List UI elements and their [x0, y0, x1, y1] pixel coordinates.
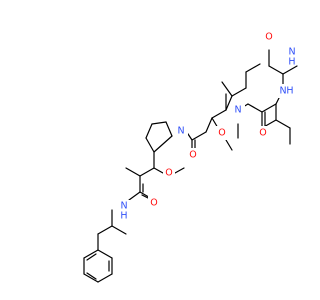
n-pyrrolidine-label: N [177, 126, 184, 137]
n-methyl-amide-label: N [234, 105, 241, 116]
n-amide-1-label: N [120, 201, 127, 212]
bonds [83, 49, 298, 283]
o-methoxy-1-label: O [165, 168, 172, 179]
structure-drawing: O O N H N O O N O N H O N H [83, 30, 300, 283]
o-carbonyl-amide-1-label: O [150, 198, 157, 209]
n-amine-label: N [288, 47, 295, 58]
n-amide-2-label: N [279, 86, 286, 97]
molecule-structure: O O N H N O O N O N H O N H [83, 30, 300, 283]
o-carbonyl-2-label: O [189, 150, 196, 161]
o-carbonyl-3-label: O [259, 128, 266, 139]
o-methoxy-2-label: O [218, 128, 225, 139]
atom-labels: O O N H N O O N O N H O N H [118, 30, 300, 222]
o-carbonyl-4-label: O [265, 32, 272, 43]
h-amide-2-label: H [286, 86, 293, 97]
h-amine-label: H [288, 57, 295, 68]
h-amide-1-label: H [120, 211, 127, 222]
